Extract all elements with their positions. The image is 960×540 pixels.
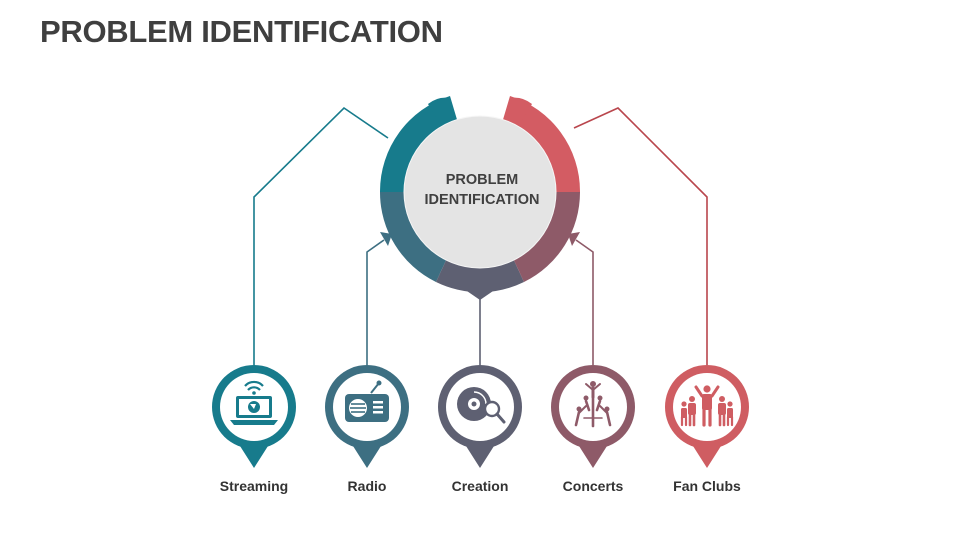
hub-label-line1: PROBLEM: [445, 172, 519, 188]
item-label-streaming: Streaming: [219, 478, 289, 494]
concert-crowd-icon: [574, 381, 612, 428]
hub-label: PROBLEM IDENTIFICATION: [407, 170, 557, 210]
connector-radio: [366, 239, 385, 365]
item-label-creation: Creation: [451, 478, 509, 494]
connector-fan-clubs: [573, 107, 708, 365]
fan-club-icon: [680, 385, 734, 427]
connector-streaming: [253, 106, 389, 365]
page-title: PROBLEM IDENTIFICATION: [40, 14, 443, 49]
laptop-wifi-icon: [230, 380, 278, 425]
radio-icon: [345, 380, 389, 422]
item-label-concerts: Concerts: [562, 478, 624, 494]
hub-circle: [404, 116, 556, 268]
item-label-radio: Radio: [347, 478, 387, 494]
pin-fan-clubs: [665, 365, 749, 468]
connector-concerts: [575, 239, 594, 365]
item-label-fan-clubs: Fan Clubs: [673, 478, 741, 494]
hub-label-line2: IDENTIFICATION: [424, 192, 540, 208]
disc-search-icon: [457, 387, 506, 424]
